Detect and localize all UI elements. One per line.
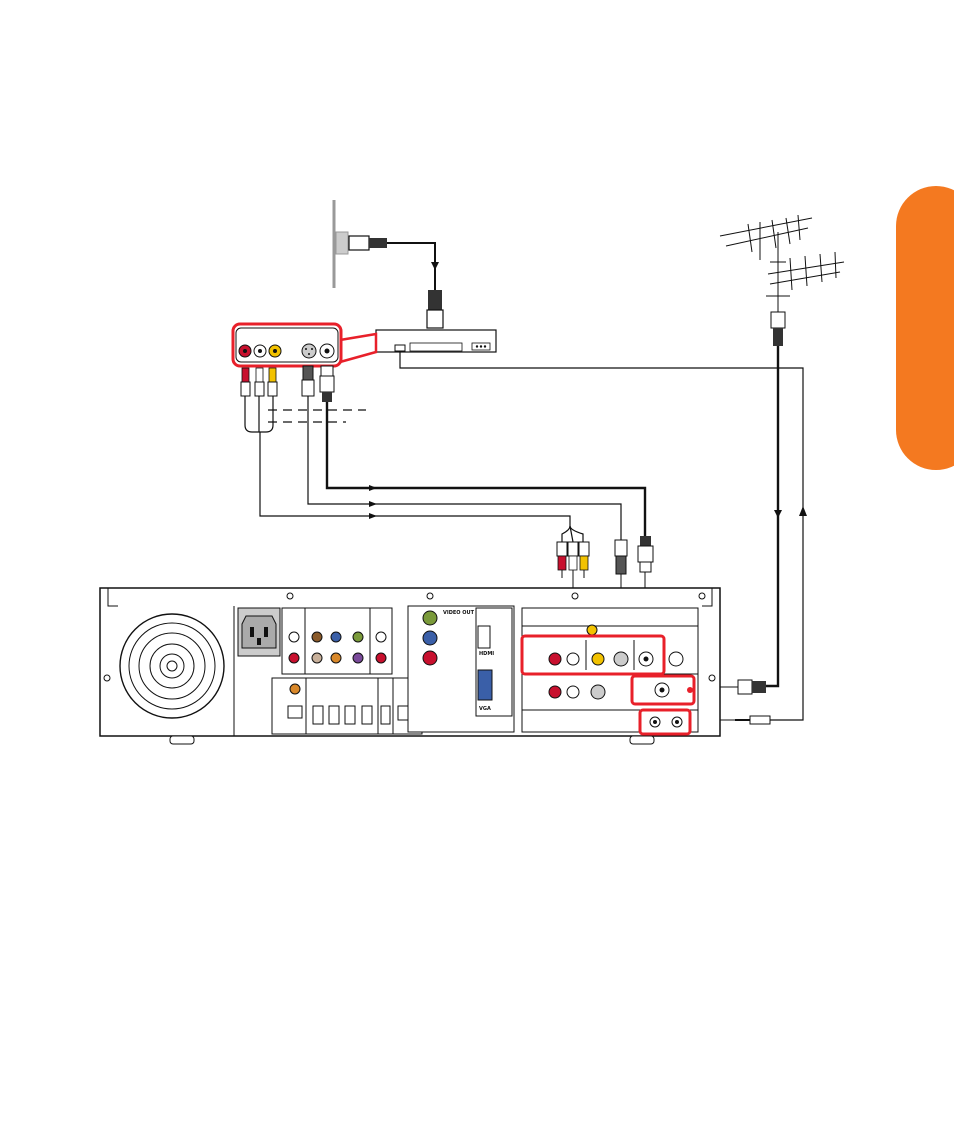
upper-coax-plug: [320, 366, 334, 402]
wall-cable-outlet: [334, 200, 348, 288]
video-out-block: [408, 606, 514, 732]
io-port-block: [272, 678, 422, 734]
tv-antenna: [720, 215, 844, 312]
antenna-cable-arrow: [774, 510, 782, 518]
settop-box-coax-input-plug: [427, 262, 443, 328]
hdmi-label: HDMI: [479, 651, 494, 657]
tuner-second-input-row: [549, 685, 605, 699]
tuner-antenna-input-highlight: [632, 676, 694, 704]
audio-jack-block: [282, 608, 392, 674]
power-socket: [238, 608, 280, 656]
hdmi-port: [478, 626, 490, 648]
settop-output-callout: [233, 324, 376, 366]
antenna-cable: [760, 346, 778, 686]
usb-port-2: [329, 706, 339, 724]
upper-svideo-plug: [302, 366, 314, 396]
usb-port-3: [345, 706, 355, 724]
usb-port-1: [313, 706, 323, 724]
firewire-port: [381, 706, 390, 724]
usb-port-4: [362, 706, 372, 724]
video-out-label: VIDEO OUT: [443, 610, 475, 616]
section-side-tab: [896, 186, 954, 470]
upper-composite-plugs: [241, 368, 277, 396]
tuner-av-input-highlight: [522, 636, 664, 674]
lower-composite-plugs: [557, 542, 589, 578]
tuner-extra-coax-jack: [669, 652, 683, 666]
callout-svideo-jack: [302, 344, 316, 358]
antenna-coax-plug: [771, 312, 785, 346]
wall-coax-connector: [349, 236, 439, 270]
lower-svideo-plug: [615, 540, 627, 574]
ir-cable-arrow: [799, 506, 807, 516]
composite-cable: [245, 396, 583, 542]
vga-port: [478, 670, 492, 700]
set-top-box: [376, 330, 496, 352]
svideo-cable: [308, 396, 621, 540]
optional-cable-dashed: [268, 410, 366, 422]
tuner-ir-out-highlight: [640, 710, 690, 734]
composite-arrow: [369, 513, 377, 519]
coax-arrow: [369, 485, 377, 491]
lower-coax-plug: [638, 536, 653, 572]
svideo-arrow: [369, 501, 377, 507]
vga-label: VGA: [479, 706, 491, 712]
